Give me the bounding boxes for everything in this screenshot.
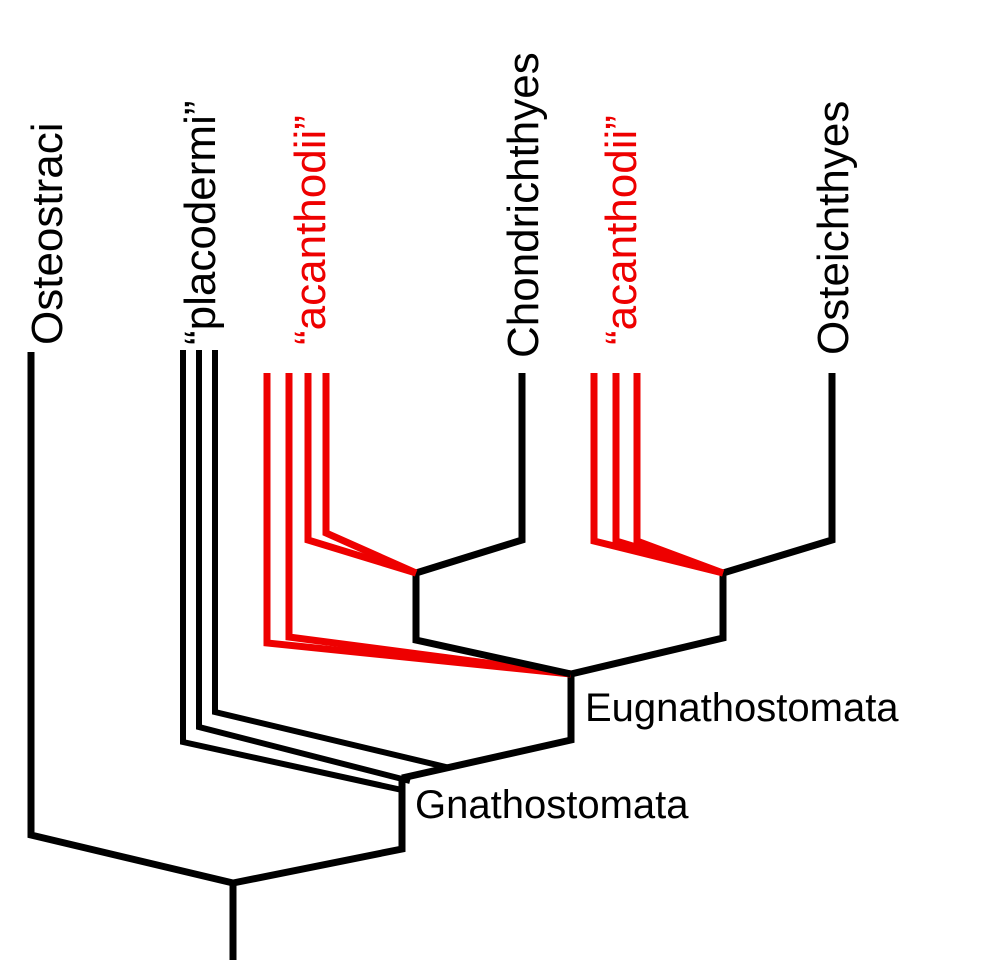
branch-osteichthyes-total [570, 573, 727, 678]
branch-placodermi-2 [196, 350, 411, 784]
branch-gnathostomata [232, 778, 406, 887]
label-osteostraci: Osteostraci [23, 122, 72, 345]
label-acanthodii-1: “acanthodii” [286, 115, 335, 345]
label-eugnathostomata: Eugnathostomata [585, 686, 899, 730]
label-chondrichthyes: Chondrichthyes [499, 52, 548, 358]
label-placodermi: “placodermi” [176, 100, 225, 345]
branch-placodermi-3 [212, 350, 451, 771]
branch-chondrichthyes [414, 373, 526, 577]
branch-acanthodii-osteo-2 [612, 373, 725, 577]
branch-chondrichthyes-total [412, 573, 572, 678]
label-acanthodii-2: “acanthodii” [597, 115, 646, 345]
branch-acanthodii-basal-2 [285, 373, 572, 678]
label-gnathostomata: Gnathostomata [415, 783, 689, 827]
branch-osteichthyes [721, 373, 836, 577]
label-osteichthyes: Osteichthyes [809, 101, 858, 355]
branch-osteostraci [27, 352, 234, 887]
branch-acanthodii-chondro-2 [322, 373, 418, 577]
branch-placodermi-1 [180, 350, 403, 793]
branch-acanthodii-chondro-1 [304, 373, 418, 577]
branch-eugnathostomata [401, 674, 575, 782]
branch-acanthodii-osteo-3 [633, 373, 725, 577]
